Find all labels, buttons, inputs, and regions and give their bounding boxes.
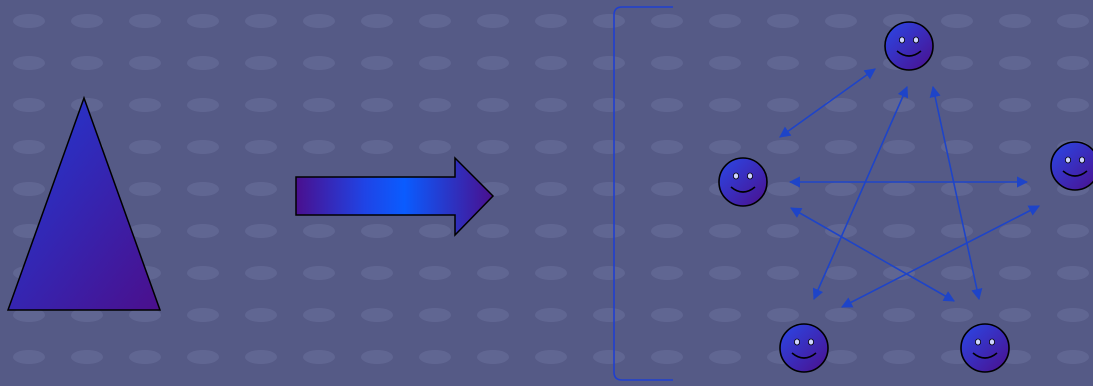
node-top-smiley-face-icon [884, 21, 934, 71]
node-bottom-right-smiley-face-icon [960, 323, 1010, 373]
transition-arrow-right [295, 156, 495, 237]
network-nodes [718, 21, 1093, 373]
group-bracket [613, 6, 673, 381]
node-bottom-left-smiley-face-icon [779, 323, 829, 373]
network-edges [779, 68, 1040, 308]
edge-right-bottom-left [841, 205, 1040, 308]
node-right-smiley-face-icon [1050, 141, 1093, 191]
node-left-smiley-face-icon [718, 157, 768, 207]
hierarchy-triangle [6, 95, 162, 311]
